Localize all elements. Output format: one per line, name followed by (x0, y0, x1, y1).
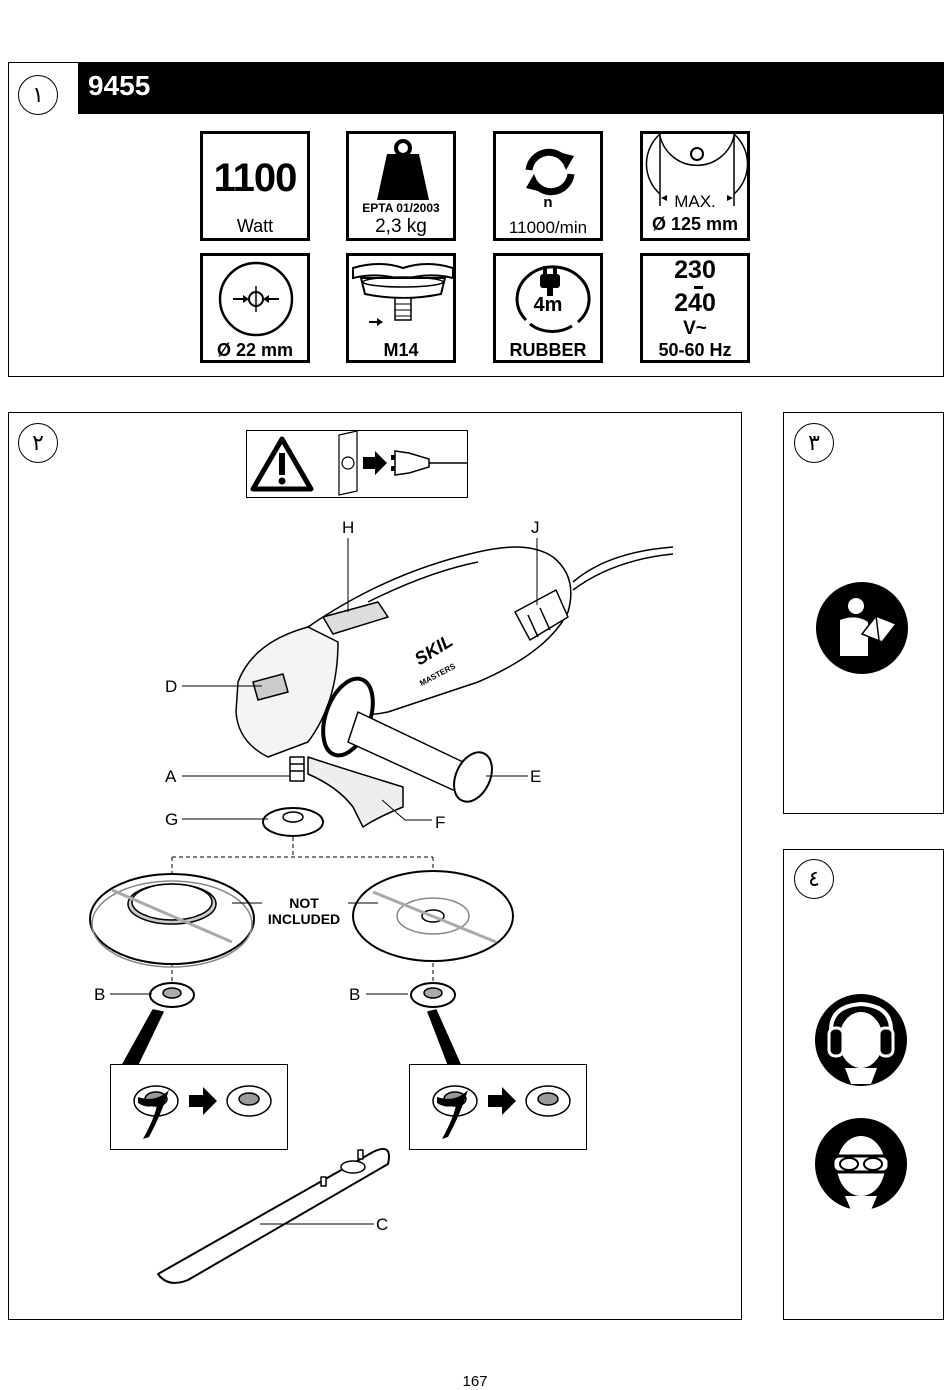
angle-grinder-illustration: SKIL MASTERS (89, 546, 674, 1284)
flange-orientation-left (110, 1064, 288, 1150)
section-2-number: ٢ (18, 423, 58, 463)
callout-G: G (165, 810, 179, 829)
unplug-warning-box (246, 430, 468, 498)
spec-speed: n 11000/min (493, 131, 603, 241)
spec-voltage-v2: 240 (674, 289, 716, 317)
bore-icon (218, 261, 294, 337)
flange-swap-icon (133, 1085, 272, 1139)
spec-disc-label: MAX. (674, 192, 716, 211)
spec-bore: Ø 22 mm (200, 253, 310, 363)
callout-J: J (531, 518, 540, 537)
model-title-bar (78, 63, 943, 114)
spec-disc-diameter: MAX. Ø 125 mm (640, 131, 750, 241)
page-number: 167 (462, 1373, 488, 1390)
unplug-icon (338, 430, 467, 496)
spec-voltage-v1: 230 (674, 256, 716, 284)
spec-cable-length: 4m (533, 294, 563, 316)
callout-C: C (376, 1215, 389, 1234)
section-1-panel (8, 62, 944, 377)
spec-speed-symbol: n (543, 194, 553, 211)
spec-cable-value: RUBBER (509, 340, 587, 360)
spec-power-unit: Watt (236, 216, 274, 236)
warning-triangle-icon (250, 436, 314, 492)
callout-A: A (165, 767, 177, 786)
voltage-dash (694, 286, 703, 289)
spindle-thread-icon (352, 263, 453, 326)
weight-icon (377, 139, 429, 200)
callout-B-left: B (94, 985, 106, 1004)
spec-bore-value: Ø 22 mm (216, 340, 294, 360)
callout-H: H (342, 518, 355, 537)
callout-F: F (435, 813, 446, 832)
rotation-icon (525, 148, 575, 196)
spec-speed-value: 11000/min (508, 218, 588, 237)
spec-power: 1100 Watt (200, 131, 310, 241)
spec-power-value: 1100 (213, 156, 298, 200)
read-manual-icon (816, 582, 908, 674)
spec-cable: 4m RUBBER (493, 253, 603, 363)
spec-spindle: M14 (346, 253, 456, 363)
section-1-number: ١ (18, 75, 58, 115)
eye-protection-icon (815, 1118, 907, 1210)
flange-swap-icon (432, 1085, 571, 1139)
spec-weight-standard: EPTA 01/2003 (362, 201, 440, 215)
callout-B-right: B (349, 985, 361, 1004)
spec-voltage-symbol: V~ (683, 318, 707, 339)
flange-orientation-right (409, 1064, 587, 1150)
spec-voltage-value: 50-60 Hz (658, 340, 732, 360)
spec-weight-value: 2,3 kg (375, 216, 427, 237)
ear-protection-icon (815, 994, 907, 1086)
section-3-number: ٣ (794, 423, 834, 463)
callout-D: D (165, 677, 178, 696)
spec-voltage: 230 240 V~ 50-60 Hz (640, 253, 750, 363)
spec-weight: EPTA 01/2003 2,3 kg (346, 131, 456, 241)
callout-E: E (530, 767, 542, 786)
not-included-label: NOT INCLUDED (267, 895, 341, 927)
section-4-number: ٤ (794, 859, 834, 899)
spec-spindle-value: M14 (383, 340, 419, 360)
disc-icon (645, 133, 749, 206)
model-number: 9455 (88, 70, 151, 101)
power-cord-icon (515, 265, 591, 333)
spec-disc-value: Ø 125 mm (651, 214, 739, 234)
